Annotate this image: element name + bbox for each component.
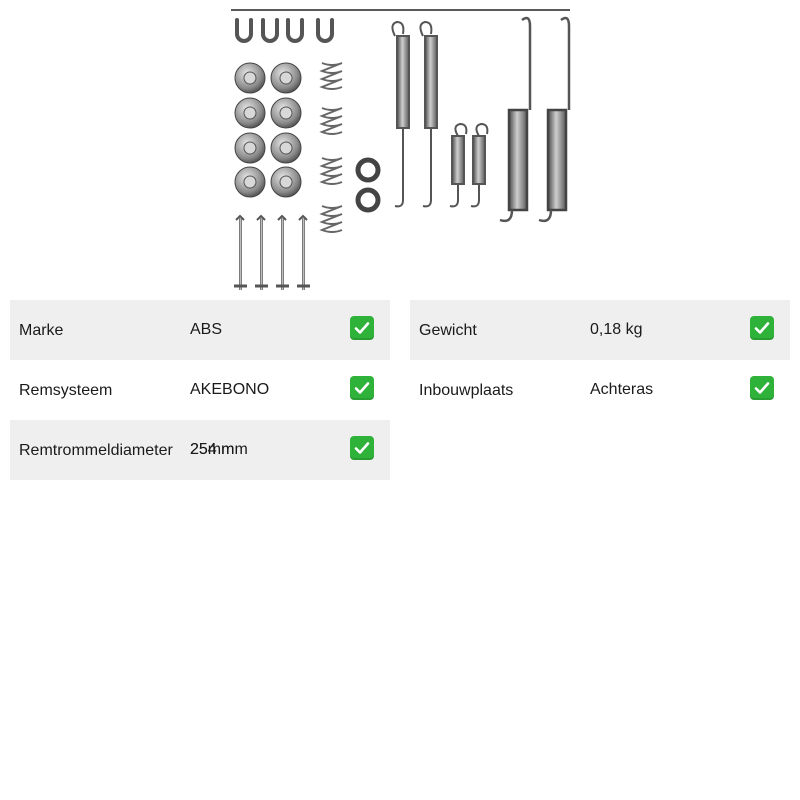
spec-label: Remsysteem [19,382,113,399]
checkmark-icon [350,316,374,340]
spec-row-remtrommeldiameter: Remtrommeldiameter 254 mm 25mm [10,420,390,480]
spec-value: Achteras [590,381,654,398]
spec-label: Inbouwplaats [419,382,514,399]
spec-value: 0,18 kg [590,321,643,338]
spec-row-marke: Marke ABS [10,300,390,360]
spec-value: AKEBONO [190,381,270,398]
spec-row-inbouwplaats: Inbouwplaats Achteras [410,360,790,420]
checkmark-icon [350,376,374,400]
checkmark-icon [750,376,774,400]
spec-row-remsysteem: Remsysteem AKEBONO [10,360,390,420]
spec-value: ABS [190,321,223,338]
spec-value: 254 mm [190,441,248,458]
spec-label: Gewicht [419,322,477,339]
spec-label: Marke [19,322,64,339]
spec-value-overlap: 25mm [190,441,235,458]
brake-kit-illustration-icon [231,9,571,290]
spec-table-right: Gewicht 0,18 kg Inbouwplaats Achteras [410,300,790,420]
product-image [230,8,572,292]
spec-label: Remtrommeldiameter [19,442,173,459]
spec-table-left: Marke ABS Remsysteem AKEBONO Remtrommeld… [10,300,390,480]
checkmark-icon [350,436,374,460]
checkmark-icon [750,316,774,340]
spec-row-gewicht: Gewicht 0,18 kg [410,300,790,360]
